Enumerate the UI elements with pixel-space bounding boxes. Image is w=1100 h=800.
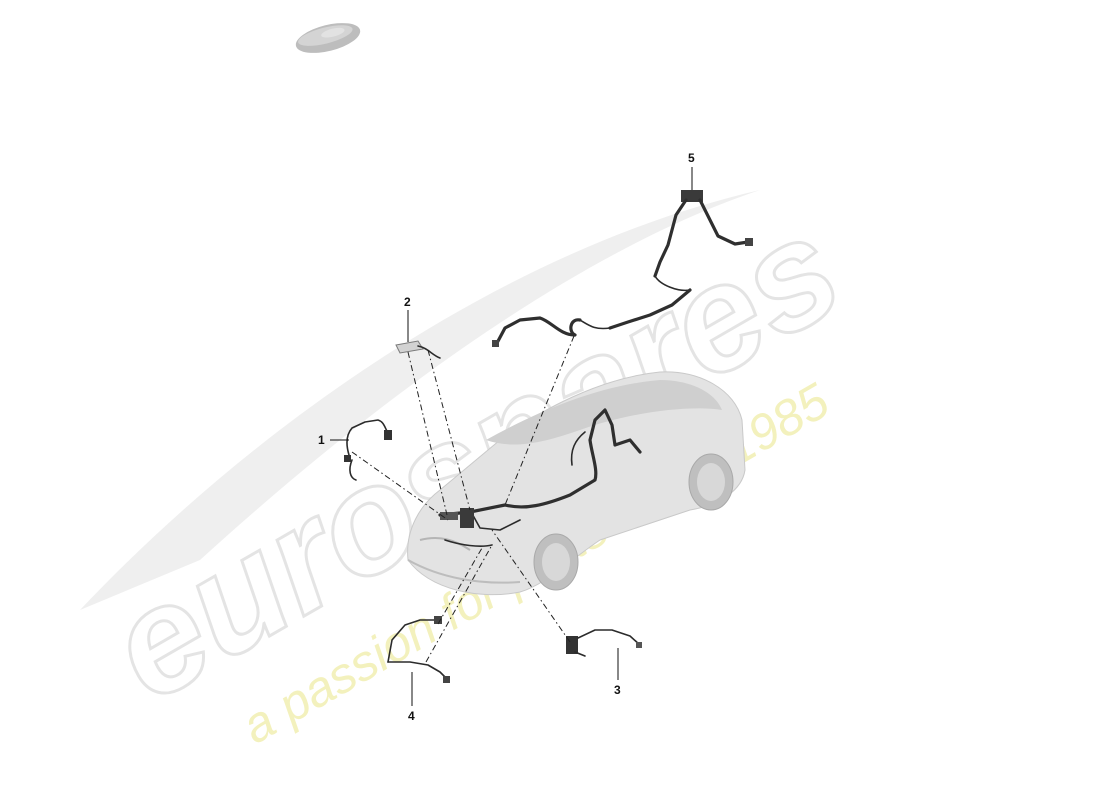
part-2-module	[395, 340, 441, 359]
vehicle-illustration	[407, 371, 746, 596]
callout-2: 2	[404, 295, 411, 342]
vehicle-wiring	[438, 408, 642, 547]
callout-5: 5	[688, 151, 695, 190]
part-5-harness	[492, 190, 753, 347]
callout-4: 4	[408, 672, 415, 723]
callout-4-label: 4	[408, 709, 415, 723]
watermark-swoosh	[80, 190, 760, 610]
part-1-harness	[344, 419, 392, 481]
callout-3: 3	[614, 648, 621, 697]
car-silhouette-icon	[295, 23, 361, 53]
callout-1: 1	[318, 433, 349, 447]
dash-leaders	[351, 335, 575, 663]
callout-1-label: 1	[318, 433, 325, 447]
part-3-harness	[566, 629, 642, 657]
callout-3-label: 3	[614, 683, 621, 697]
callout-2-label: 2	[404, 295, 411, 309]
part-4-harness	[387, 616, 450, 683]
callout-5-label: 5	[688, 151, 695, 165]
